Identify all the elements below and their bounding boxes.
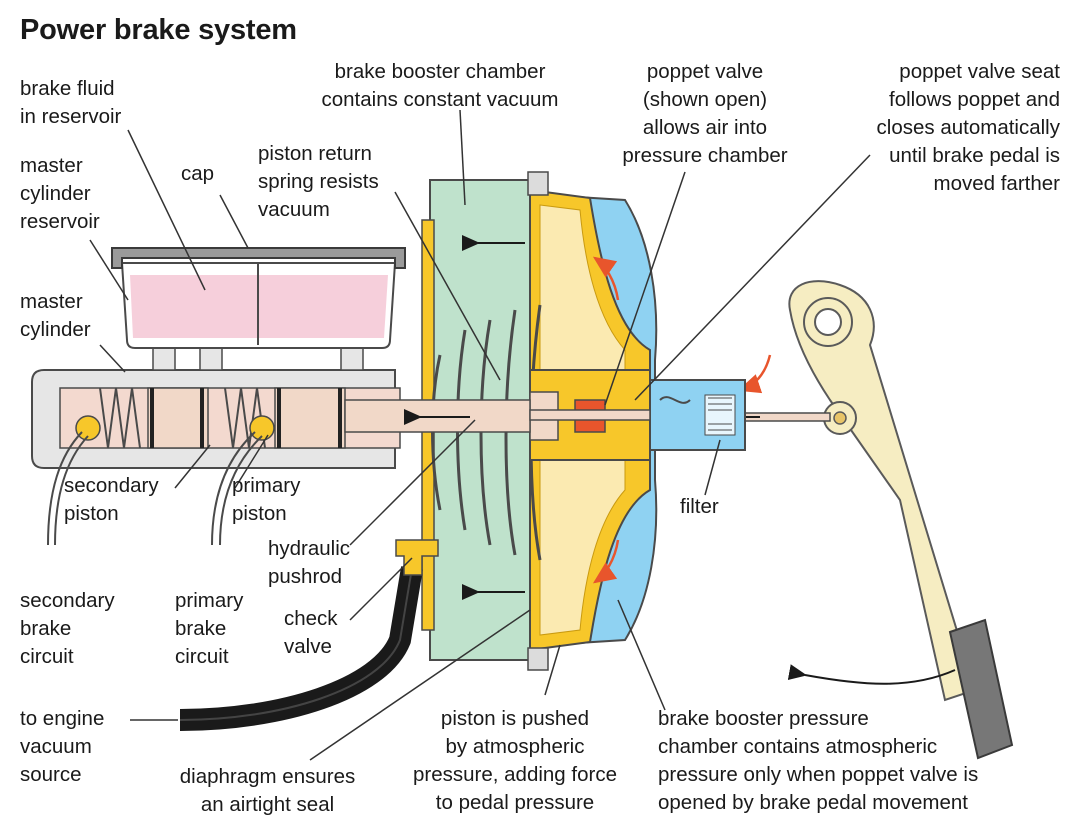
leader-lines — [89, 109, 871, 761]
label-secondary-piston: secondary piston — [64, 474, 159, 525]
pedal-motion-arrow — [787, 664, 956, 685]
diagram-title: Power brake system — [20, 14, 297, 46]
master-cylinder — [31, 344, 401, 469]
label-secondary-brake-circuit: secondary brake circuit — [20, 589, 115, 668]
label-primary-brake-circuit: primary brake circuit — [175, 589, 244, 668]
label-master-cylinder-reservoir: master cylinder reservoir — [20, 154, 100, 233]
label-primary-piston: primary piston — [232, 474, 301, 525]
pedal-pad[interactable] — [948, 618, 1014, 760]
master-cylinder-reservoir — [111, 247, 406, 349]
label-pressure-chamber: brake booster pressure chamber contains … — [658, 707, 979, 814]
primary-piston — [274, 387, 346, 449]
label-check-valve: check valve — [284, 607, 338, 658]
reservoir-cap — [111, 247, 406, 269]
check-valve — [395, 539, 439, 576]
hydraulic-pushrod — [344, 399, 651, 433]
label-master-cylinder: master cylinder — [20, 290, 91, 341]
vacuum-hose — [179, 539, 439, 731]
label-poppet-valve: poppet valve (shown open) allows air int… — [622, 60, 788, 167]
label-brake-fluid: brake fluid in reservoir — [20, 77, 122, 128]
label-cap: cap — [181, 162, 215, 185]
brake-lines — [47, 431, 263, 546]
label-engine-vacuum-source: to engine vacuum source — [20, 707, 105, 786]
label-diaphragm-seal: diaphragm ensures an airtight seal — [179, 765, 356, 816]
label-poppet-valve-seat: poppet valve seat follows poppet and clo… — [876, 60, 1060, 195]
label-booster-chamber: brake booster chamber contains constant … — [321, 60, 559, 111]
label-piston-return-spring: piston return spring resists vacuum — [258, 142, 379, 221]
label-filter: filter — [680, 495, 719, 518]
label-hydraulic-pushrod: hydraulic pushrod — [268, 537, 351, 588]
label-piston-pushed: piston is pushed by atmospheric pressure… — [413, 707, 617, 814]
filter — [708, 397, 732, 431]
brake-pedal[interactable] — [787, 280, 1014, 760]
secondary-piston — [147, 387, 209, 449]
